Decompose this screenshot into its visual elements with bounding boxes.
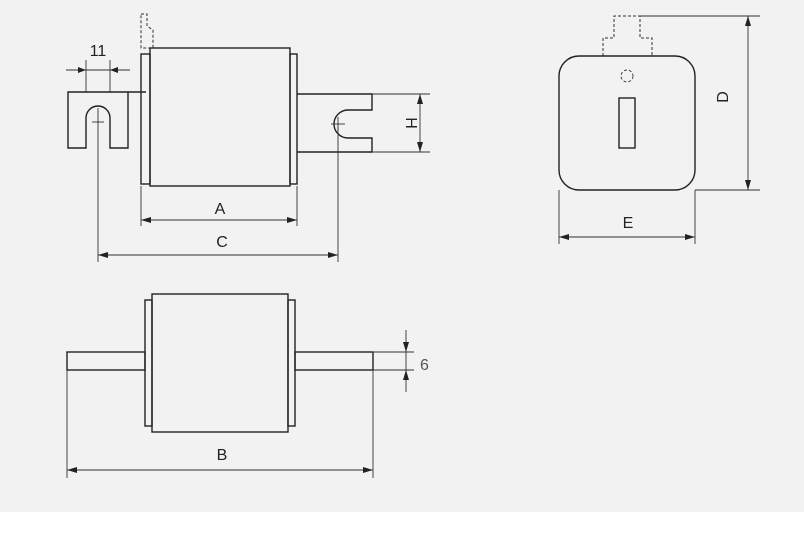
side-striker-dashed (602, 15, 653, 56)
side-view: D E (558, 15, 760, 244)
dimension-e-label: E (623, 215, 634, 232)
fuse-body-front (149, 47, 291, 187)
right-blade (297, 93, 373, 153)
top-left-blade (66, 351, 146, 371)
fuse-body-top (151, 293, 289, 433)
indicator-window (618, 97, 636, 149)
dimension-c: C (98, 234, 338, 258)
dimension-6: 6 (403, 330, 429, 392)
right-end-plate (289, 53, 298, 185)
left-blade (67, 91, 146, 149)
dimension-d-label: D (715, 91, 732, 103)
top-right-end-plate (287, 299, 296, 427)
dimension-d: D (715, 16, 751, 190)
dimension-b: B (67, 447, 373, 473)
top-left-end-plate (144, 299, 153, 427)
dimension-h: H (402, 94, 423, 152)
dimension-h-label: H (402, 117, 419, 129)
dimension-6-label: 6 (420, 357, 429, 374)
drawing-area (0, 0, 804, 512)
indicator-circle (620, 69, 634, 83)
dimension-c-label: C (216, 234, 228, 251)
striker-dashed (140, 13, 154, 49)
dimension-e: E (559, 215, 695, 240)
dimension-b-label: B (217, 447, 228, 464)
left-end-plate (140, 53, 151, 185)
dimension-a-label: A (215, 201, 226, 218)
front-view: 11 A C H (66, 13, 430, 262)
dimension-a: A (141, 201, 297, 223)
top-view: B 6 (66, 293, 429, 478)
dimension-11-label: 11 (90, 43, 107, 60)
fuse-body-side (558, 55, 696, 191)
dimension-11: 11 (66, 43, 130, 73)
top-right-blade (294, 351, 374, 371)
